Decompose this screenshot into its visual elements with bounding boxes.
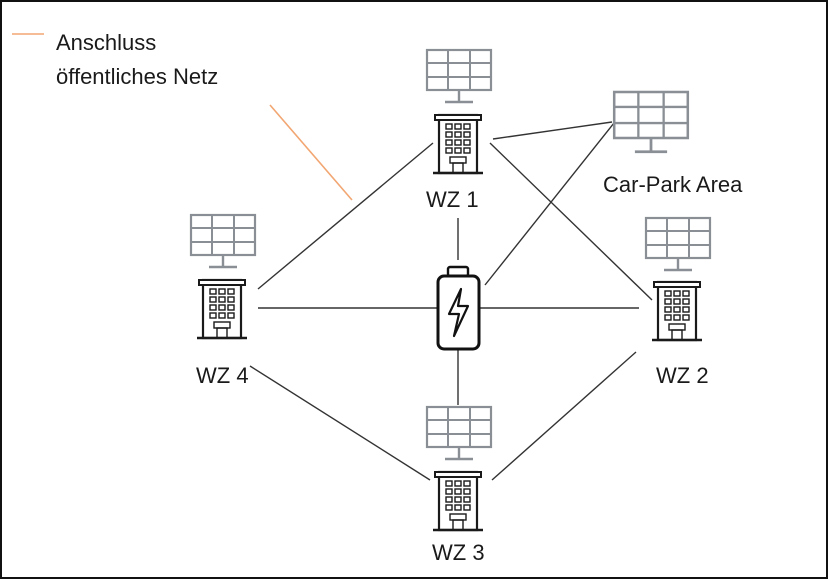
node-wz4: WZ 4 (189, 213, 257, 388)
label-wz3: WZ 3 (432, 540, 485, 565)
node-wz1: WZ 1 (425, 48, 493, 212)
solar-panel-icon (425, 405, 493, 461)
link-wz4-wz3 (249, 365, 431, 481)
solar-panel-icon (425, 48, 493, 104)
node-wz2: WZ 2 (644, 216, 712, 388)
solar-panel-icon (644, 216, 712, 272)
label-wz2: WZ 2 (656, 363, 709, 388)
label-wz4: WZ 4 (196, 363, 249, 388)
connection-lines (249, 121, 653, 481)
solar-panel-icon (612, 90, 690, 154)
node-carpark: Car-Park Area (603, 90, 743, 197)
link-wz2-wz3 (491, 351, 637, 481)
public-grid-connection-line (269, 104, 353, 201)
office-building-icon (431, 113, 485, 175)
legend: Anschluss öffentliches Netz (12, 30, 218, 89)
link-wz1-carpark (492, 121, 613, 140)
label-wz1: WZ 1 (426, 187, 479, 212)
link-wz1-wz2 (489, 142, 653, 301)
node-wz3: WZ 3 (425, 405, 493, 565)
battery-charging-icon (436, 265, 481, 351)
label-carpark: Car-Park Area (603, 172, 743, 197)
office-building-icon (195, 278, 249, 340)
link-carpark-battery (484, 122, 615, 286)
link-wz1-wz4 (257, 142, 434, 290)
office-building-icon (431, 470, 485, 532)
legend-label-line-2: öffentliches Netz (56, 64, 218, 89)
solar-panel-icon (189, 213, 257, 269)
office-building-icon (650, 280, 704, 342)
legend-label-line-1: Anschluss (56, 30, 156, 55)
